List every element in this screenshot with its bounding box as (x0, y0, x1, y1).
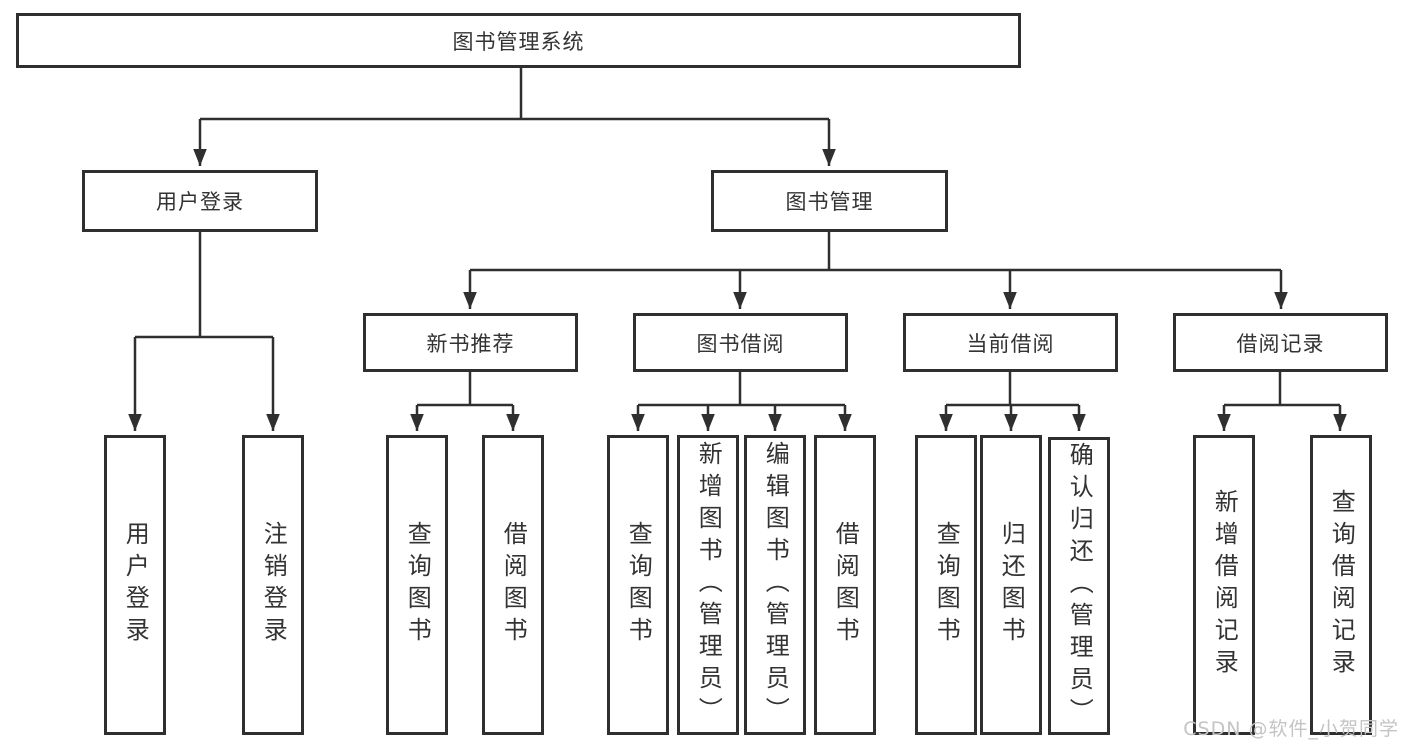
leaf-br-add-record: 新增借阅记录 (1193, 435, 1255, 735)
leaf-cb-confirm-return: 确认归还（管理员） (1048, 437, 1110, 735)
leaf-bb-edit-book-label: 编辑图书（管理员） (761, 441, 790, 729)
node-root: 图书管理系统 (16, 13, 1021, 68)
leaf-cb-return-book-label: 归还图书 (997, 521, 1026, 649)
leaf-logout-label: 注销登录 (259, 521, 288, 649)
node-user-login-label: 用户登录 (156, 190, 244, 214)
leaf-rec-borrow-book: 借阅图书 (482, 435, 544, 735)
node-user-login: 用户登录 (82, 170, 318, 232)
leaf-bb-add-book: 新增图书（管理员） (677, 435, 739, 735)
node-book-mgmt-label: 图书管理 (785, 190, 874, 214)
node-book-borrow-label: 图书借阅 (696, 331, 785, 356)
leaf-bb-query-book: 查询图书 (607, 435, 669, 735)
leaf-rec-query-book-label: 查询图书 (403, 521, 432, 649)
leaf-cb-query-book-label: 查询图书 (932, 521, 961, 649)
node-borrow-records-label: 借阅记录 (1236, 331, 1325, 356)
node-current-borrow-label: 当前借阅 (966, 331, 1055, 356)
leaf-bb-add-book-label: 新增图书（管理员） (694, 441, 723, 729)
leaf-rec-query-book: 查询图书 (386, 435, 448, 735)
leaf-bb-borrow-book: 借阅图书 (814, 435, 876, 735)
node-new-book-rec: 新书推荐 (363, 313, 578, 372)
leaf-user-login-label: 用户登录 (121, 521, 150, 649)
csdn-watermark: CSDN @软件_小贺同学 (1183, 718, 1399, 740)
node-root-label: 图书管理系统 (452, 29, 585, 54)
leaf-cb-return-book: 归还图书 (980, 435, 1042, 735)
leaf-br-add-record-label: 新增借阅记录 (1210, 489, 1239, 681)
leaf-br-query-record: 查询借阅记录 (1310, 435, 1372, 735)
leaf-logout: 注销登录 (242, 435, 304, 735)
leaf-br-query-record-label: 查询借阅记录 (1327, 489, 1356, 681)
node-new-book-rec-label: 新书推荐 (426, 331, 515, 356)
node-book-mgmt: 图书管理 (711, 170, 948, 232)
leaf-cb-confirm-return-label: 确认归还（管理员） (1065, 442, 1094, 730)
node-book-borrow: 图书借阅 (633, 313, 848, 372)
leaf-bb-query-book-label: 查询图书 (624, 521, 653, 649)
leaf-bb-borrow-book-label: 借阅图书 (831, 521, 860, 649)
node-current-borrow: 当前借阅 (903, 313, 1118, 372)
leaf-cb-query-book: 查询图书 (915, 435, 977, 735)
leaf-rec-borrow-book-label: 借阅图书 (499, 521, 528, 649)
leaf-bb-edit-book: 编辑图书（管理员） (744, 435, 806, 735)
leaf-user-login: 用户登录 (104, 435, 166, 735)
node-borrow-records: 借阅记录 (1173, 313, 1388, 372)
